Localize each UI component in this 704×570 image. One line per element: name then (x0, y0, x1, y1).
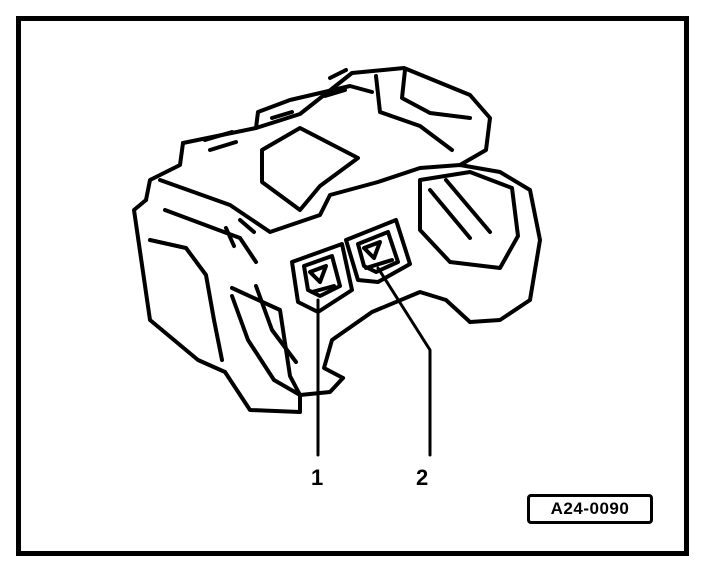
connector-housing-top (144, 66, 492, 202)
callout-label-1: 1 (311, 465, 324, 490)
connector-housing-front (132, 126, 542, 414)
figure-reference-code: A24-0090 (527, 494, 653, 524)
terminal-pocket-2 (344, 218, 412, 284)
callout-label-2: 2 (416, 465, 429, 490)
leader-lines (316, 266, 432, 457)
leader-line-2 (376, 266, 432, 457)
terminal-pocket-1 (290, 242, 354, 314)
